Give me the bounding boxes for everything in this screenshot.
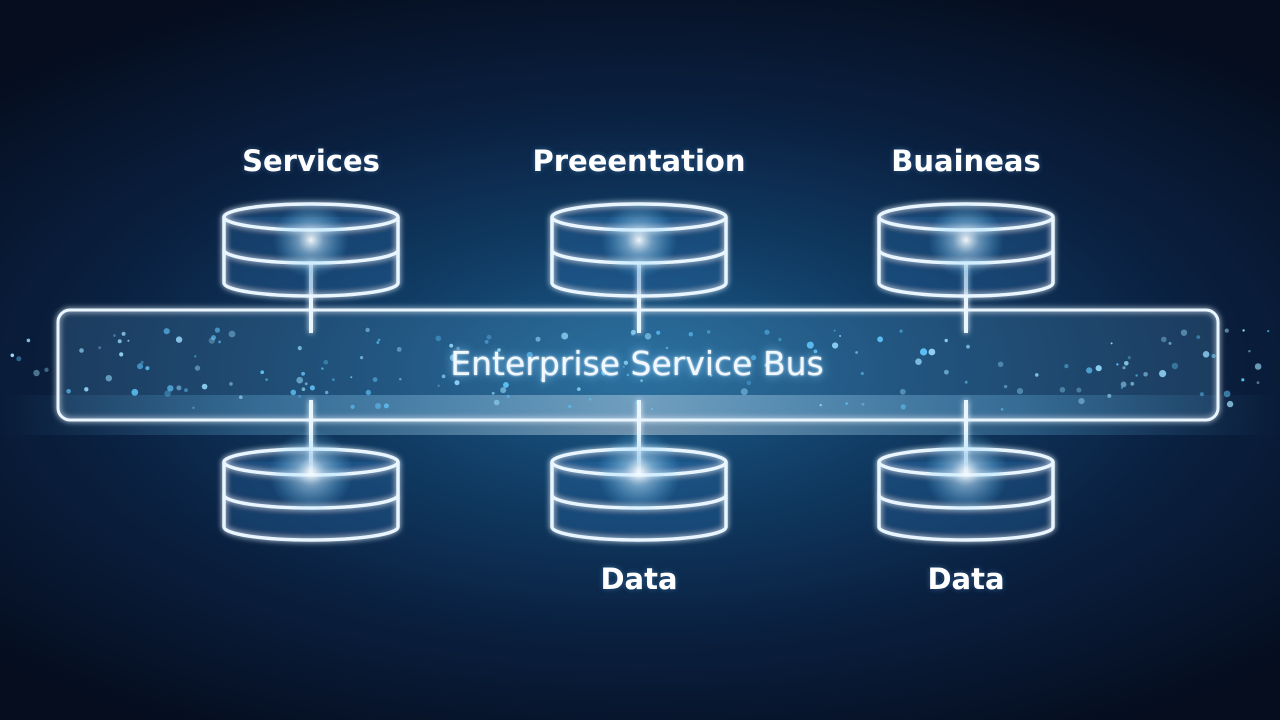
bus-particle (1242, 329, 1245, 332)
flare-bottom-3 (924, 430, 1008, 514)
bus-particle (1254, 363, 1262, 370)
bus-particle (1267, 330, 1270, 333)
node-label-data-1: Data (600, 562, 678, 596)
flare-top-2 (601, 202, 677, 278)
flare-top-3 (928, 202, 1004, 278)
node-label-business: Buaineas (891, 144, 1041, 178)
flare-bottom-1 (269, 430, 353, 514)
bus-particle (10, 353, 15, 358)
node-label-services: Services (242, 144, 380, 178)
bus-particle (1256, 381, 1260, 385)
node-label-data-2: Data (927, 562, 1005, 596)
bus-particle (26, 338, 31, 343)
junction-flares (269, 202, 1008, 514)
bus-particle (33, 369, 40, 377)
bus-particle (16, 356, 22, 362)
bus-particle (1241, 378, 1245, 382)
bus-label: Enterprise Service Bus (450, 344, 824, 383)
bus-particle (1226, 400, 1234, 408)
bus-particle (1248, 350, 1251, 353)
bus-particle (1224, 328, 1229, 333)
flare-bottom-2 (597, 430, 681, 514)
bus-particle (44, 367, 49, 372)
bus-particle (1223, 390, 1231, 398)
flare-top-1 (273, 202, 349, 278)
node-label-presentation: Preeentation (532, 144, 746, 178)
